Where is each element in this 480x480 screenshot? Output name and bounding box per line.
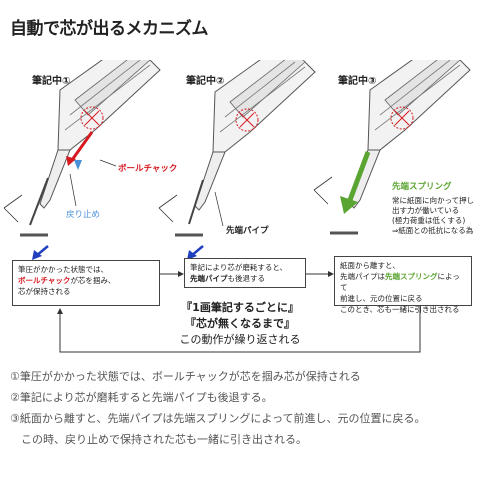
step-box-3: 紙面から離すと、 先端パイプは先端スプリングによって 前進し、元の位置に戻る こ… [334,256,472,314]
note-3: ③紙面から離すと、先端パイプは先端スプリングによって前進し、元の位置に戻る。 [10,412,426,425]
step-box-1: 筆圧がかかった状態では、 ボールチャックが芯を掴み、 芯が保持される [12,260,160,306]
explanation-notes: ①筆圧がかかった状態では、ボールチャックが芯を掴み芯が保持される ②筆記により芯… [10,366,426,450]
step-label-3: 筆記中③ [338,76,377,87]
tip-spring-label: 先端スプリング [392,182,452,192]
pencil-illustrations [3,60,471,260]
ball-chuck-label: ボールチャック [118,164,178,174]
spring-note: 常に紙面に向かって押し 出す力が働いている (極力荷重は低くする) ⇒紙面との抵… [392,196,475,235]
pencil-1 [3,60,161,237]
page-title: 自動で芯が出るメカニズム [10,19,209,39]
tip-pipe-label: 先端パイプ [226,226,269,236]
spring-arrow [347,151,371,201]
note-4: この時、戻り止めで保持された芯も一緒に引き出される。 [10,433,307,446]
step-label-2: 筆記中② [186,76,225,87]
retract-stop-label: 戻り止め [66,210,101,220]
pencil-3 [313,60,471,235]
step-box-2: 筆記により芯が磨耗すると、 先端パイプも後退する [184,258,306,288]
step-label-1: 筆記中① [32,76,71,87]
pencil-2 [158,60,316,237]
ball-chuck-marker-1 [80,106,104,130]
chuck-arrow-1 [70,131,94,161]
repeat-text: 『1画筆記するごとに』 『芯が無くなるまで』 この動作が繰り返される [179,301,301,346]
note-1: ①筆圧がかかった状態では、ボールチャックが芯を掴み芯が保持される [10,370,361,383]
note-2: ②筆記により芯が磨耗すると先端パイプも後退する。 [10,391,273,404]
